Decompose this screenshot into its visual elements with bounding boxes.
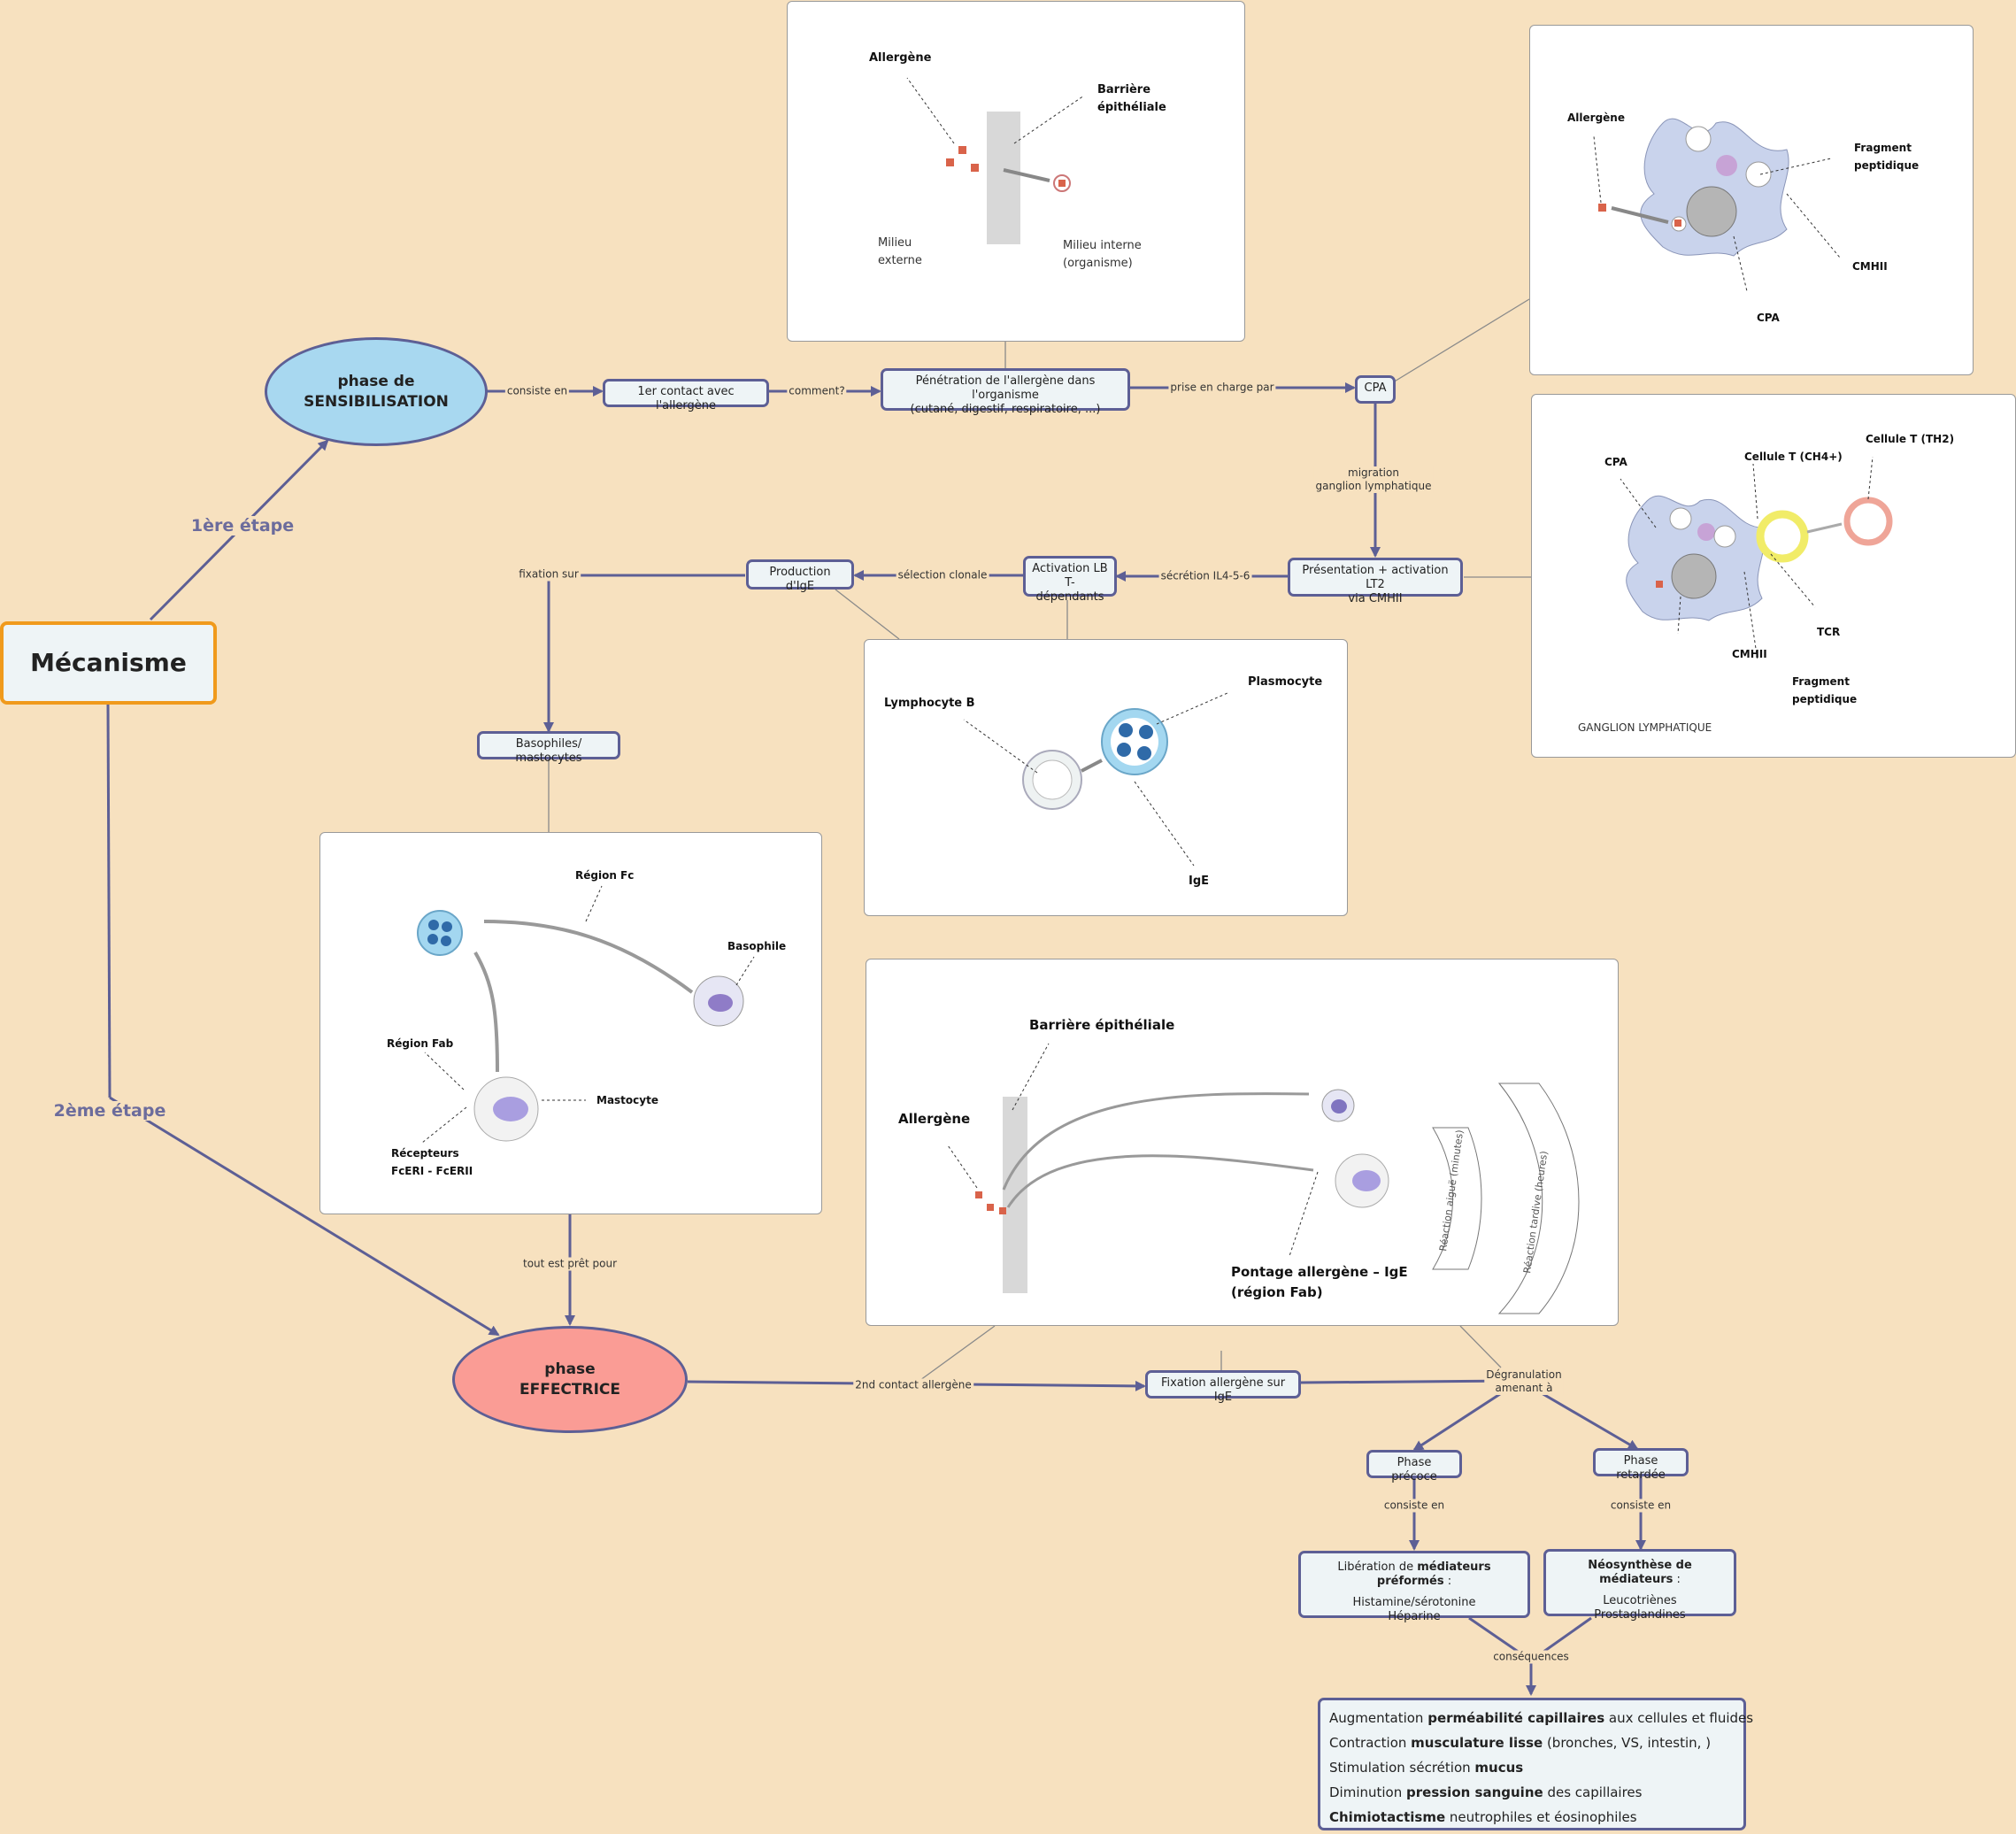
plasmocyte-label-plasmocyte: Plasmocyte — [1248, 675, 1323, 689]
ganglion-illustration — [1620, 456, 1893, 661]
link-label-consiste-en: consiste en — [504, 384, 570, 398]
ganglion-label-cellule-t4: Cellule T (CH4+) — [1744, 451, 1843, 463]
consequence-item-4: Diminution pression sanguine des capilla… — [1329, 1784, 1643, 1800]
consequence-item-3: Stimulation sécrétion mucus — [1329, 1760, 1524, 1776]
node-presentation[interactable]: Présentation + activation LT2 via CMHII — [1288, 558, 1463, 605]
phase-sensibilisation-line2: SENSIBILISATION — [304, 392, 449, 411]
link-step2 — [109, 1096, 500, 1337]
node-liberation-mediateurs[interactable]: Libération de médiateurs préformés : His… — [1298, 1551, 1530, 1623]
node-penetration-line1: Pénétration de l'allergène dans l'organi… — [915, 374, 1096, 402]
node-basophiles-mastocytes[interactable]: Basophiles/ mastocytes — [477, 731, 620, 765]
link-label-tout-pret: tout est prêt pour — [520, 1257, 619, 1271]
link-label-consiste-precoce: consiste en — [1381, 1499, 1447, 1513]
phase-effectrice[interactable]: phase EFFECTRICE — [452, 1326, 688, 1433]
node-activation-lb[interactable]: Activation LB T-dépendants — [1023, 556, 1117, 604]
liberation-post: : — [1443, 1575, 1452, 1588]
phase-effectrice-line2: EFFECTRICE — [519, 1380, 621, 1399]
node-presentation-line2: via CMHII — [1348, 592, 1403, 605]
step-label-first: 1ère étape — [188, 516, 297, 536]
barrier-label-milieu-interne: Milieu interne(organisme) — [1063, 239, 1142, 270]
node-penetration[interactable]: Pénétration de l'allergène dans l'organi… — [881, 368, 1130, 416]
link-label-consequences: conséquences — [1491, 1650, 1571, 1664]
link-label-selection: sélection clonale — [896, 568, 989, 582]
neosynthese-item-1: Leucotriènes — [1603, 1594, 1677, 1607]
link-step2-vertical — [106, 703, 112, 1098]
effect-illustration: Réaction aiguë (minutes) Réaction tardiv… — [947, 1043, 1580, 1314]
node-fixation-allergene[interactable]: Fixation allergène sur IgE — [1145, 1370, 1301, 1404]
node-presentation-line1: Présentation + activation LT2 — [1302, 564, 1449, 591]
barrier-illustration — [906, 77, 1085, 244]
node-neosynthese-mediateurs[interactable]: Néosynthèse de médiateurs : Leucotriènes… — [1543, 1549, 1736, 1622]
link-label-consiste-retardee: consiste en — [1608, 1499, 1674, 1513]
central-node-mecanisme[interactable]: Mécanisme — [0, 621, 217, 705]
neosynthese-post: : — [1673, 1573, 1681, 1586]
ganglion-label-tcr: TCR — [1817, 626, 1841, 638]
ganglion-label-cellule-th2: Cellule T (TH2) — [1866, 433, 1955, 445]
effect-label-barriere: Barrière épithéliale — [1029, 1017, 1175, 1033]
ganglion-label-cmhii: CMHII — [1732, 648, 1767, 660]
effect-label-allergene: Allergène — [898, 1111, 971, 1127]
link-fixation-sur — [543, 574, 745, 733]
node-premier-contact[interactable]: 1er contact avec l'allergène — [603, 379, 769, 412]
liberation-pre: Libération de — [1337, 1560, 1418, 1574]
consequence-item-5: Chimiotactisme neutrophiles et éosinophi… — [1329, 1809, 1637, 1825]
link-label-fixation-sur: fixation sur — [517, 567, 581, 582]
image-panel-ganglion: CPA Cellule T (CH4+) Cellule T (TH2) TCR… — [1531, 394, 2016, 758]
phase-sensibilisation-line1: phase de — [337, 372, 415, 390]
basophile-label-mastocyte: Mastocyte — [596, 1094, 658, 1106]
node-activation-line2: T-dépendants — [1035, 576, 1104, 604]
node-consequences-list[interactable]: Augmentation perméabilité capillaires au… — [1318, 1698, 1754, 1830]
step-label-second: 2ème étape — [50, 1101, 169, 1121]
cpa-label-cmhii: CMHII — [1852, 260, 1888, 273]
node-phase-precoce[interactable]: Phase précoce — [1366, 1450, 1462, 1483]
neosynthese-bold: Néosynthèse de médiateurs — [1588, 1559, 1692, 1586]
phase-sensibilisation[interactable]: phase de SENSIBILISATION — [265, 337, 488, 446]
link-degranulation — [1300, 1379, 1521, 1384]
basophile-label-region-fc: Région Fc — [575, 869, 635, 882]
basophile-label-region-fab: Région Fab — [387, 1037, 454, 1050]
node-penetration-line2: (cutané, digestif, respiratoire, ...) — [910, 403, 1101, 416]
ganglion-label-cpa: CPA — [1604, 456, 1627, 468]
effect-label-pontage: Pontage allergène – IgE(région Fab) — [1231, 1264, 1408, 1300]
ganglion-label-ganglion: GANGLION LYMPHATIQUE — [1578, 721, 1712, 734]
basophile-label-basophile: Basophile — [727, 940, 787, 952]
node-cpa[interactable]: CPA — [1355, 375, 1396, 404]
plasmocyte-illustration — [963, 692, 1228, 867]
plasmocyte-label-lymphocyte: Lymphocyte B — [884, 697, 975, 710]
node-activation-line1: Activation LB — [1032, 562, 1108, 575]
cpa-label-cpa: CPA — [1757, 312, 1780, 324]
image-panel-effect: Réaction aiguë (minutes) Réaction tardiv… — [866, 959, 1619, 1326]
node-phase-retardee[interactable]: Phase retardée — [1593, 1448, 1689, 1482]
cpa-label-allergene: Allergène — [1567, 112, 1625, 124]
link-label-second-contact: 2nd contact allergène — [853, 1378, 973, 1392]
phase-effectrice-line1: phase — [544, 1360, 596, 1378]
liberation-bold: médiateurs préformés — [1376, 1560, 1491, 1588]
consequence-item-2: Contraction musculature lisse (bronches,… — [1329, 1735, 1712, 1751]
image-panel-basophile: Région Fc Basophile Région Fab Mastocyte… — [319, 832, 822, 1214]
consequence-item-1: Augmentation perméabilité capillaires au… — [1329, 1710, 1754, 1726]
node-production-ige[interactable]: Production d'IgE — [746, 559, 854, 593]
liberation-item-1: Histamine/sérotonine — [1352, 1596, 1476, 1609]
neosynthese-item-2: Prostaglandines — [1594, 1608, 1686, 1622]
basophile-illustration — [417, 885, 755, 1144]
link-label-secretion: sécrétion IL4-5-6 — [1158, 569, 1252, 583]
cpa-illustration — [1593, 118, 1841, 292]
liberation-item-2: Héparine — [1388, 1610, 1441, 1623]
plasmocyte-label-ige: IgE — [1189, 875, 1210, 888]
image-panel-plasmocyte: Lymphocyte B Plasmocyte IgE — [864, 639, 1348, 916]
barrier-label-allergene: Allergène — [869, 51, 932, 65]
link-label-comment: comment? — [787, 384, 847, 398]
link-label-prise-en-charge: prise en charge par — [1168, 381, 1276, 395]
